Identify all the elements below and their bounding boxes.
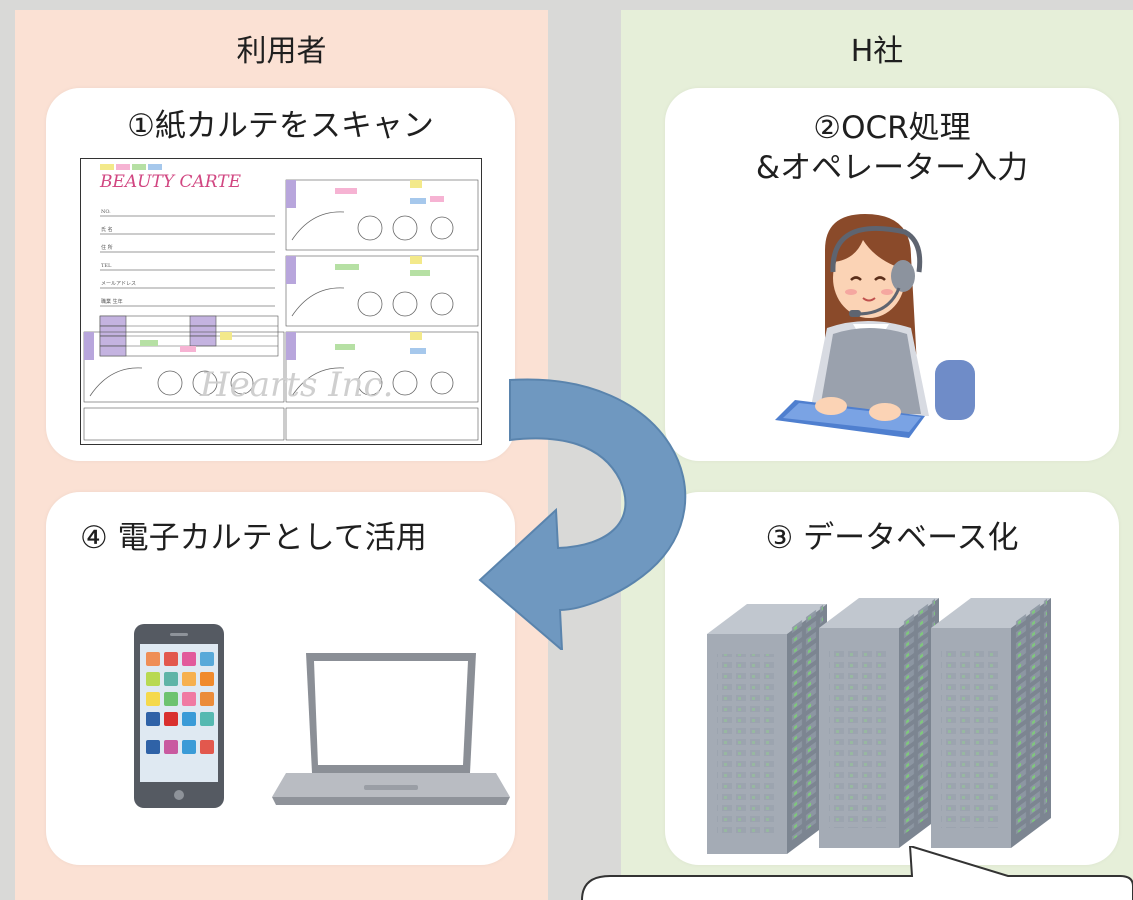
curved-arrow-icon	[478, 378, 687, 650]
smartphone-icon	[134, 624, 224, 808]
server-rack-icon	[707, 595, 1051, 854]
step-2-title-line1: ②OCR処理	[813, 110, 971, 146]
step-1-title: ①紙カルテをスキャン	[127, 108, 434, 144]
step-2-title-line2: &オペレーター入力	[755, 150, 1029, 186]
user-column-title: 利用者	[236, 34, 327, 69]
step-2-card: ②OCR処理 &オペレーター入力	[665, 88, 1119, 461]
step-3-card: ③ データベース化	[665, 492, 1119, 865]
form-heading: BEAUTY CARTE	[99, 172, 242, 192]
svg-text:職業 生年: 職業 生年	[101, 298, 123, 305]
step-1-card: ①紙カルテをスキャン BEAUTY CARTE NO. 氏 名住 所 TEL メール…	[46, 88, 515, 461]
user-column: 利用者 ①紙カルテをスキャン BEAUTY CARTE NO. 氏 名住 所	[15, 10, 548, 900]
form-watermark: Hearts Inc.	[199, 365, 393, 405]
svg-text:氏 名: 氏 名	[101, 226, 113, 233]
step-3-title: ③ データベース化	[765, 520, 1019, 556]
company-column-title: H社	[850, 34, 904, 69]
company-column: H社 ②OCR処理 &オペレーター入力	[621, 10, 1133, 900]
laptop-icon	[272, 653, 510, 805]
operator-illustration	[775, 214, 975, 438]
svg-text:メールアドレス: メールアドレス	[101, 281, 136, 287]
svg-text:TEL: TEL	[101, 263, 112, 269]
svg-text:住 所: 住 所	[101, 244, 113, 251]
step-4-title: ④ 電子カルテとして活用	[80, 520, 427, 556]
step-4-card: ④ 電子カルテとして活用	[46, 492, 515, 865]
svg-text:NO.: NO.	[101, 209, 111, 215]
speech-bubble-icon	[581, 846, 1133, 900]
